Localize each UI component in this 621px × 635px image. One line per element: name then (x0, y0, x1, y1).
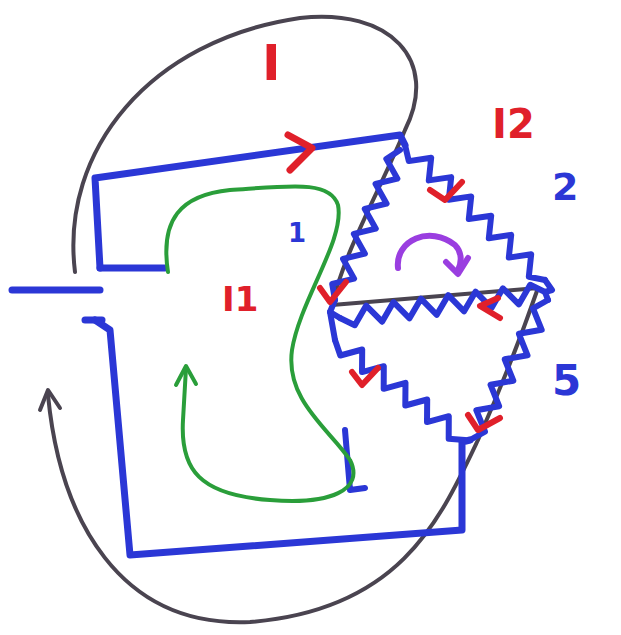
current-arrow (288, 135, 312, 170)
current-arrow (320, 282, 346, 302)
current-arrow (352, 368, 378, 385)
resistor-number: 5 (552, 360, 581, 402)
current-arrow (468, 415, 500, 430)
resistor-number: 2 (552, 168, 578, 206)
resistor-symbol (340, 285, 545, 325)
battery-lead (12, 287, 100, 294)
current-label: I1 (222, 282, 258, 316)
loop-arrow (176, 366, 196, 385)
current-label: I2 (492, 104, 535, 144)
resistor-symbol (470, 300, 548, 440)
current-arrow (430, 182, 462, 200)
battery-plate (100, 265, 165, 272)
current-label: I (262, 38, 281, 88)
resistor-symbol (332, 150, 400, 300)
loop-path (166, 186, 353, 501)
current-path (48, 17, 538, 622)
current-arrow (40, 390, 60, 410)
mesh-arrowhead (446, 258, 468, 274)
resistor-symbol (335, 340, 465, 440)
wire (330, 312, 335, 340)
resistor-symbol (405, 145, 545, 280)
wire (95, 320, 470, 555)
resistor-number: 1 (288, 220, 306, 246)
current-arrow (480, 298, 500, 318)
